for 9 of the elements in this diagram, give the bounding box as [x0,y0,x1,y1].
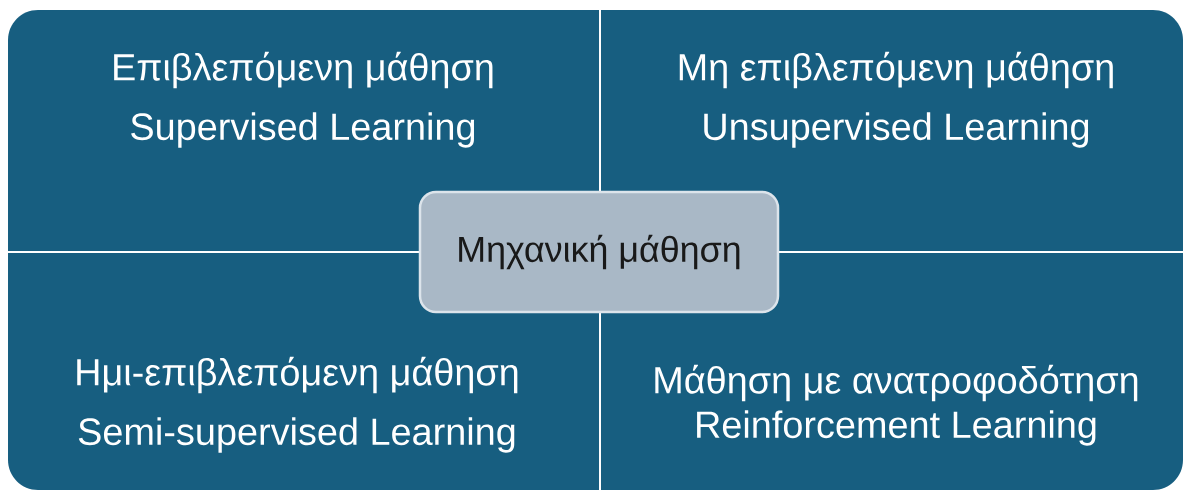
quadrant-text: Unsupervised Learning [704,112,1089,148]
quadrant-text: Semi-supervised Learning [78,417,515,453]
quadrant-text: Reinforcement Learning [697,410,1096,446]
centre-box: Μηχανική μάθηση [418,190,780,314]
quadrant-text: Ημι-επιβλεπόμενη μάθηση [77,356,518,394]
quadrant-text: Μη επιβλεπόμενη μάθηση [679,51,1113,89]
quadrant-text: Μάθηση με ανατροφοδότηση [655,364,1138,402]
quadrant-text: Επιβλεπόμενη μάθηση [114,51,493,89]
quadrant-text: Supervised Learning [131,112,475,148]
